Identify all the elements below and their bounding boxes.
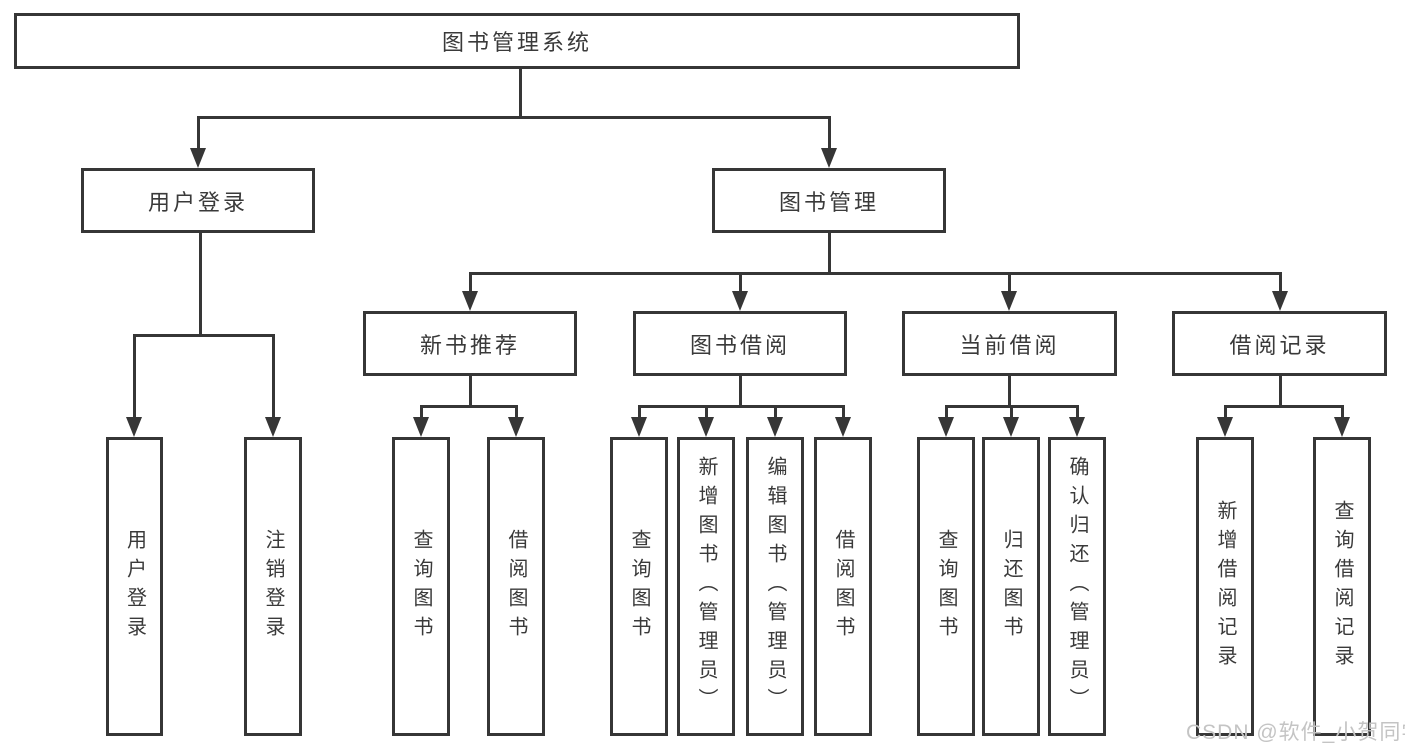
node-leaf-current-confirm: 确认归还（管理员） bbox=[1048, 437, 1106, 736]
connector-user-login-stem-1 bbox=[133, 334, 136, 419]
connector-new-books-stub bbox=[469, 374, 472, 407]
csdn-watermark: CSDN @软件_小贺同学 bbox=[1186, 721, 1405, 744]
connector-book-borrow-stem-1 bbox=[638, 405, 641, 419]
arrowhead-nb-borrow bbox=[508, 417, 524, 437]
arrowhead-bb-borrow bbox=[835, 417, 851, 437]
connector-user-login-rail bbox=[133, 334, 275, 337]
arrowhead-new-books bbox=[462, 291, 478, 311]
node-branch-user-login: 用户登录 bbox=[81, 168, 315, 233]
arrowhead-nb-query bbox=[413, 417, 429, 437]
connector-current-borrow-stem-1 bbox=[945, 405, 948, 419]
connector-borrow-records-rail bbox=[1224, 405, 1344, 408]
connector-book-mgmt-stem-2 bbox=[739, 272, 742, 293]
node-leaf-bookborrow-query: 查询图书 bbox=[610, 437, 668, 736]
connector-borrow-records-stem-1 bbox=[1224, 405, 1227, 419]
connector-new-books-rail bbox=[420, 405, 518, 408]
arrowhead-cb-return bbox=[1003, 417, 1019, 437]
node-leaf-bookborrow-query-label: 查询图书 bbox=[628, 528, 650, 645]
node-root-label: 图书管理系统 bbox=[441, 30, 592, 55]
node-branch-book-mgmt: 图书管理 bbox=[712, 168, 946, 233]
connector-user-login-stem-2 bbox=[272, 334, 275, 419]
connector-book-mgmt-stub bbox=[828, 231, 831, 274]
connector-book-mgmt-stem-3 bbox=[1008, 272, 1011, 293]
node-cat-book-borrow: 图书借阅 bbox=[633, 311, 847, 376]
node-leaf-newbooks-query-label: 查询图书 bbox=[410, 528, 432, 645]
node-leaf-current-return: 归还图书 bbox=[982, 437, 1040, 736]
node-cat-borrow-records: 借阅记录 bbox=[1172, 311, 1387, 376]
connector-book-borrow-stem-3 bbox=[774, 405, 777, 419]
node-branch-user-login-label: 用户登录 bbox=[147, 189, 248, 215]
node-leaf-current-return-label: 归还图书 bbox=[1000, 528, 1022, 645]
node-leaf-current-query: 查询图书 bbox=[917, 437, 975, 736]
arrowhead-borrow-records bbox=[1272, 291, 1288, 311]
node-leaf-logout: 注销登录 bbox=[244, 437, 302, 736]
node-leaf-bookborrow-edit: 编辑图书（管理员） bbox=[746, 437, 804, 736]
node-leaf-records-query-label: 查询借阅记录 bbox=[1331, 499, 1353, 674]
node-leaf-user-login: 用户登录 bbox=[106, 437, 163, 736]
node-leaf-bookborrow-borrow-label: 借阅图书 bbox=[832, 528, 854, 645]
arrowhead-br-add bbox=[1217, 417, 1233, 437]
node-leaf-bookborrow-add-label: 新增图书（管理员） bbox=[695, 456, 717, 717]
arrowhead-br-query bbox=[1334, 417, 1350, 437]
node-branch-book-mgmt-label: 图书管理 bbox=[778, 189, 879, 215]
connector-borrow-records-stem-2 bbox=[1341, 405, 1344, 419]
node-leaf-records-query: 查询借阅记录 bbox=[1313, 437, 1371, 736]
arrowhead-book-mgmt bbox=[821, 148, 837, 168]
connector-new-books-stem-2 bbox=[515, 405, 518, 419]
node-cat-current-borrow-label: 当前借阅 bbox=[959, 332, 1060, 358]
node-leaf-bookborrow-edit-label: 编辑图书（管理员） bbox=[764, 456, 786, 717]
node-cat-new-books-label: 新书推荐 bbox=[419, 332, 520, 358]
node-cat-book-borrow-label: 图书借阅 bbox=[689, 332, 790, 358]
node-leaf-records-add-label: 新增借阅记录 bbox=[1214, 499, 1236, 674]
connector-current-borrow-stem-3 bbox=[1076, 405, 1079, 419]
arrowhead-leaf-logout bbox=[265, 417, 281, 437]
node-cat-new-books: 新书推荐 bbox=[363, 311, 577, 376]
node-leaf-newbooks-borrow: 借阅图书 bbox=[487, 437, 545, 736]
arrowhead-cb-query bbox=[938, 417, 954, 437]
connector-book-mgmt-rail bbox=[469, 272, 1282, 275]
connector-book-mgmt-stem-4 bbox=[1279, 272, 1282, 293]
arrowhead-bb-edit bbox=[767, 417, 783, 437]
node-leaf-bookborrow-add: 新增图书（管理员） bbox=[677, 437, 735, 736]
node-leaf-records-add: 新增借阅记录 bbox=[1196, 437, 1254, 736]
node-leaf-newbooks-borrow-label: 借阅图书 bbox=[505, 528, 527, 645]
connector-book-borrow-stem-2 bbox=[705, 405, 708, 419]
node-leaf-current-query-label: 查询图书 bbox=[935, 528, 957, 645]
connector-book-borrow-rail bbox=[638, 405, 845, 408]
node-cat-current-borrow: 当前借阅 bbox=[902, 311, 1117, 376]
connector-book-borrow-stem-4 bbox=[842, 405, 845, 419]
node-leaf-current-confirm-label: 确认归还（管理员） bbox=[1066, 456, 1088, 717]
node-leaf-user-login-label: 用户登录 bbox=[123, 528, 146, 645]
connector-borrow-records-stub bbox=[1279, 374, 1282, 407]
arrowhead-book-borrow bbox=[732, 291, 748, 311]
connector-current-borrow-stub bbox=[1008, 374, 1011, 407]
arrowhead-bb-add bbox=[698, 417, 714, 437]
connector-root-stub bbox=[519, 69, 522, 118]
arrowhead-current-borrow bbox=[1001, 291, 1017, 311]
arrowhead-user-login bbox=[190, 148, 206, 168]
node-leaf-newbooks-query: 查询图书 bbox=[392, 437, 450, 736]
connector-book-borrow-stub bbox=[739, 374, 742, 407]
arrowhead-bb-query bbox=[631, 417, 647, 437]
node-root: 图书管理系统 bbox=[14, 13, 1020, 69]
node-leaf-logout-label: 注销登录 bbox=[262, 528, 284, 645]
node-cat-borrow-records-label: 借阅记录 bbox=[1229, 332, 1330, 358]
node-leaf-bookborrow-borrow: 借阅图书 bbox=[814, 437, 872, 736]
arrowhead-cb-confirm bbox=[1069, 417, 1085, 437]
connector-root-to-book-mgmt-stem bbox=[828, 116, 831, 150]
connector-user-login-stub bbox=[199, 231, 202, 336]
connector-book-mgmt-stem-1 bbox=[469, 272, 472, 293]
connector-root-to-user-login-stem bbox=[197, 116, 200, 150]
connector-current-borrow-stem-2 bbox=[1010, 405, 1013, 419]
connector-new-books-stem-1 bbox=[420, 405, 423, 419]
connector-root-rail bbox=[197, 116, 831, 119]
arrowhead-leaf-user-login bbox=[126, 417, 142, 437]
